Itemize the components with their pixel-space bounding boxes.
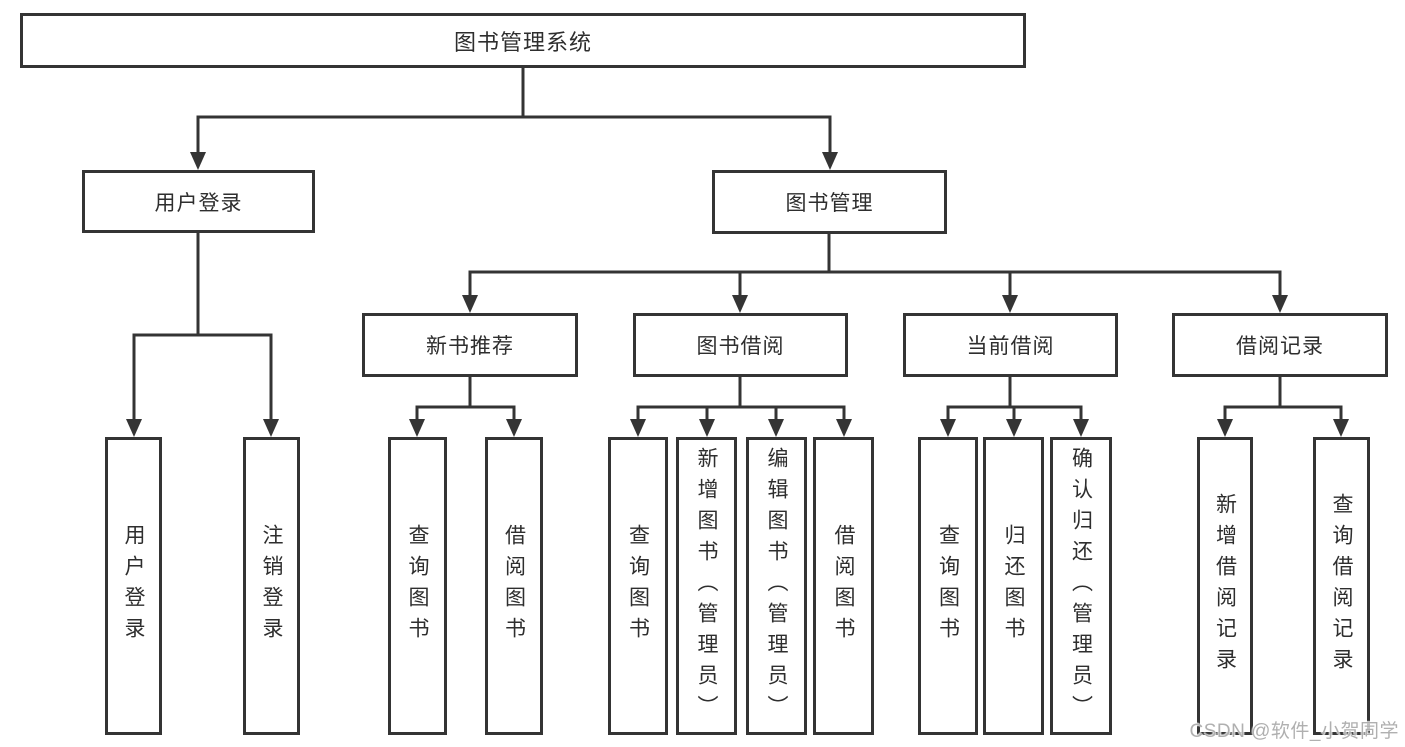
leaf-user-login-label: 用户登录 xyxy=(122,524,145,648)
node-root-system: 图书管理系统 xyxy=(20,13,1026,68)
arrowhead-leaf-return-book xyxy=(1006,419,1022,437)
leaf-add-book-admin-label: 新增图书（管理员） xyxy=(695,446,718,726)
leaf-borrow-books-1: 借阅图书 xyxy=(485,437,543,735)
connector-current-borrow-rail xyxy=(946,405,1083,419)
leaf-query-borrow-record: 查询借阅记录 xyxy=(1313,437,1370,735)
connector-user-login-rail xyxy=(132,333,273,419)
leaf-confirm-return-admin-label: 确认归还（管理员） xyxy=(1069,446,1093,726)
arrowhead-leaf-query-books-1 xyxy=(409,419,425,437)
node-book-management-label: 图书管理 xyxy=(785,192,874,215)
node-root-label: 图书管理系统 xyxy=(453,29,592,55)
leaf-edit-book-admin-label: 编辑图书（管理员） xyxy=(765,446,788,726)
node-borrow-records: 借阅记录 xyxy=(1172,313,1388,377)
arrowhead-leaf-add-book xyxy=(699,419,715,437)
leaf-return-book: 归还图书 xyxy=(983,437,1044,735)
leaf-borrow-books-1-label: 借阅图书 xyxy=(502,524,526,648)
leaf-logout-label: 注销登录 xyxy=(260,524,283,648)
leaf-add-book-admin: 新增图书（管理员） xyxy=(676,437,737,735)
leaf-confirm-return-admin: 确认归还（管理员） xyxy=(1050,437,1112,735)
arrowhead-leaf-logout xyxy=(263,419,279,437)
arrowhead-book-borrow xyxy=(732,295,748,313)
arrowhead-new-books xyxy=(462,295,478,313)
arrowhead-user-login xyxy=(190,152,206,170)
watermark: CSDN @软件_小贺同学 xyxy=(1189,721,1399,742)
node-book-borrowing: 图书借阅 xyxy=(633,313,848,377)
leaf-query-books-1-label: 查询图书 xyxy=(406,524,429,648)
leaf-query-books-1: 查询图书 xyxy=(388,437,447,735)
arrowhead-leaf-query-books-3 xyxy=(940,419,956,437)
connector-level3-rail xyxy=(468,270,1282,295)
leaf-query-books-2-label: 查询图书 xyxy=(626,524,650,648)
connector-borrow-records-rail xyxy=(1223,405,1343,419)
leaf-borrow-books-2: 借阅图书 xyxy=(813,437,874,735)
arrowhead-leaf-query-books-2 xyxy=(630,419,646,437)
node-borrow-records-label: 借阅记录 xyxy=(1236,335,1324,358)
leaf-borrow-books-2-label: 借阅图书 xyxy=(832,524,855,648)
node-new-book-recommend-label: 新书推荐 xyxy=(426,335,514,358)
arrowhead-leaf-borrow-books-2 xyxy=(836,419,852,437)
node-user-login: 用户登录 xyxy=(82,170,315,233)
node-book-management: 图书管理 xyxy=(712,170,947,234)
leaf-return-book-label: 归还图书 xyxy=(1002,524,1025,648)
leaf-add-borrow-record-label: 新增借阅记录 xyxy=(1213,493,1237,679)
leaf-query-books-2: 查询图书 xyxy=(608,437,668,735)
leaf-add-borrow-record: 新增借阅记录 xyxy=(1197,437,1253,735)
arrowhead-leaf-edit-book xyxy=(768,419,784,437)
leaf-query-books-3: 查询图书 xyxy=(918,437,978,735)
connector-new-books-rail xyxy=(415,405,516,419)
arrowhead-leaf-user-login xyxy=(126,419,142,437)
arrowhead-book-mgmt xyxy=(822,152,838,170)
connector-book-borrow-rail xyxy=(636,405,846,419)
leaf-query-books-3-label: 查询图书 xyxy=(936,524,960,648)
leaf-query-borrow-record-label: 查询借阅记录 xyxy=(1330,493,1353,679)
arrowhead-leaf-confirm-return xyxy=(1073,419,1089,437)
node-new-book-recommend: 新书推荐 xyxy=(362,313,578,377)
arrowhead-current-borrow xyxy=(1002,295,1018,313)
node-book-borrowing-label: 图书借阅 xyxy=(696,335,785,358)
node-user-login-label: 用户登录 xyxy=(154,191,243,215)
leaf-edit-book-admin: 编辑图书（管理员） xyxy=(746,437,807,735)
connector-level2-rail xyxy=(196,115,832,152)
node-current-borrowing-label: 当前借阅 xyxy=(966,335,1055,358)
arrowhead-leaf-add-record xyxy=(1217,419,1233,437)
node-current-borrowing: 当前借阅 xyxy=(903,313,1118,377)
arrowhead-leaf-borrow-books-1 xyxy=(506,419,522,437)
arrowhead-borrow-records xyxy=(1272,295,1288,313)
leaf-user-login: 用户登录 xyxy=(105,437,162,735)
leaf-logout: 注销登录 xyxy=(243,437,300,735)
arrowhead-leaf-query-record xyxy=(1333,419,1349,437)
